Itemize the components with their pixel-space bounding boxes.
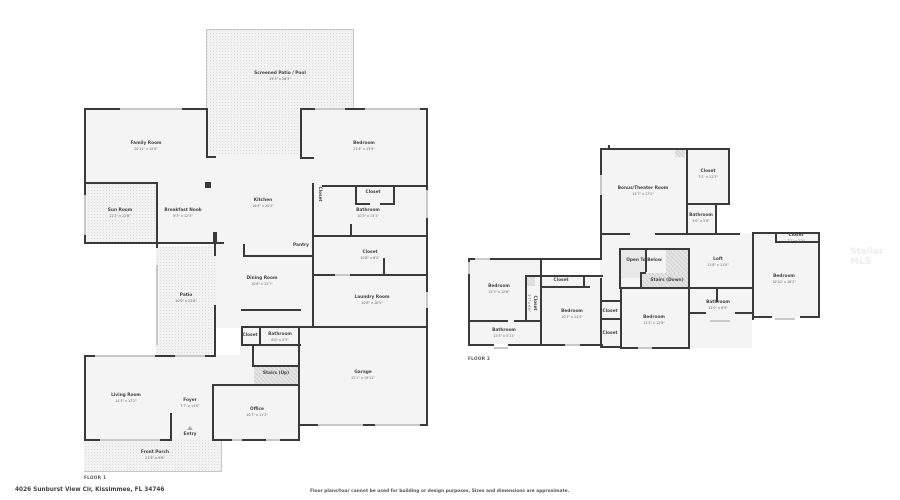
closet-hatch-f2-b: [525, 276, 535, 286]
room-closet-f2-a: [686, 148, 729, 203]
disclaimer: Floor plans/tour cannot be used for buil…: [310, 489, 570, 494]
room-bonus-theater: [600, 148, 686, 235]
property-address: 4026 Sunburst View Cir, Kissimmee, FL 34…: [15, 487, 165, 493]
room-garage: [300, 328, 428, 425]
stairs-up: [254, 365, 300, 385]
stairs-down-upper: [666, 249, 688, 273]
room-bathroom-f2-a: [686, 203, 716, 235]
room-office: [214, 385, 300, 440]
room-bedroom-1: [300, 108, 427, 186]
room-living: [84, 355, 214, 439]
closet-hatch-f2: [675, 148, 685, 157]
watermark: Stellar MLS: [850, 247, 884, 267]
room-kitchen-block: [156, 155, 314, 243]
room-bedroom-f2-west: [468, 259, 540, 344]
room-bedroom-f2-east: [752, 232, 820, 318]
floor-2-label: FLOOR 2: [468, 356, 491, 361]
room-closet-laundry: [312, 236, 428, 328]
room-bath-1: [314, 186, 427, 236]
entry-arrow-icon: [187, 426, 193, 430]
room-patio: [156, 246, 216, 356]
room-screened-patio: [206, 29, 354, 157]
room-front-porch: [84, 439, 222, 471]
stairs-down: [640, 273, 688, 287]
room-sun: [84, 183, 156, 243]
room-dining: [216, 243, 314, 328]
floor-1-label: FLOOR 1: [84, 475, 107, 480]
